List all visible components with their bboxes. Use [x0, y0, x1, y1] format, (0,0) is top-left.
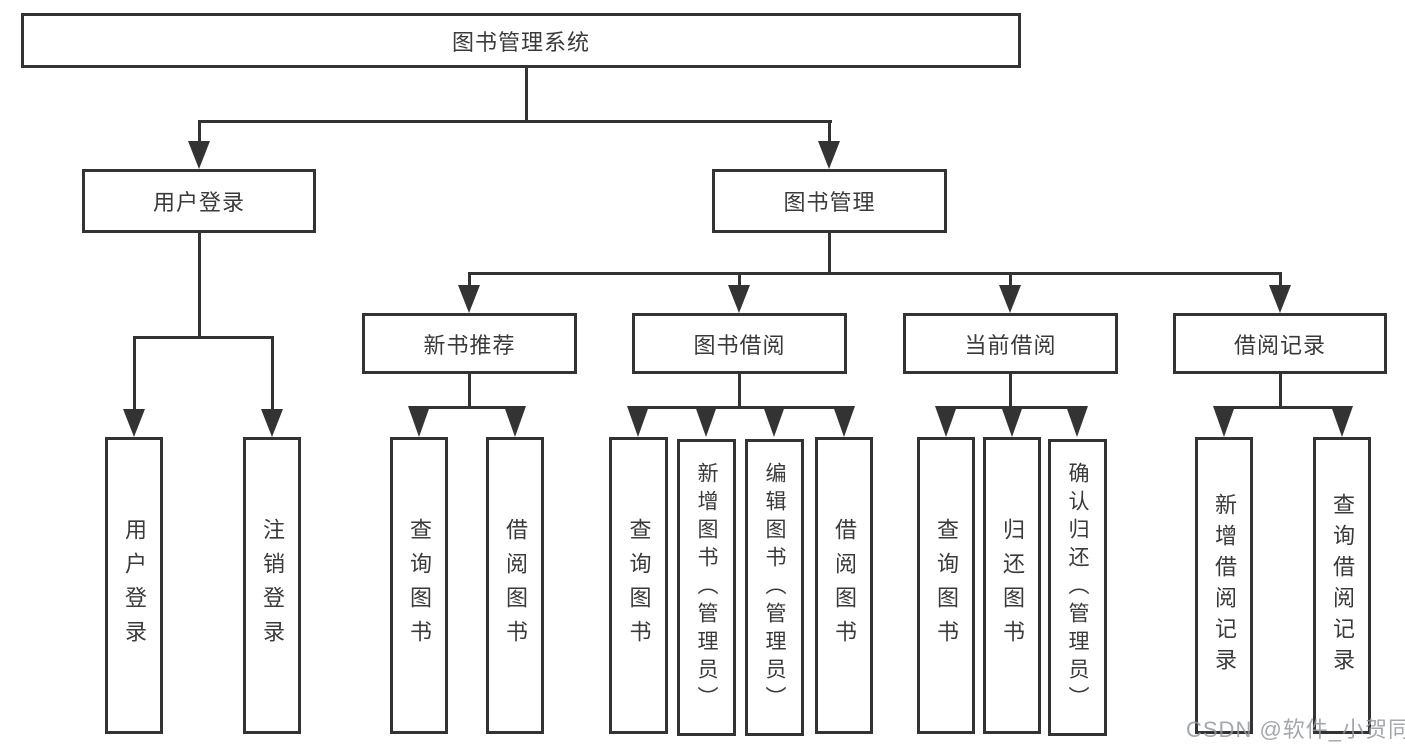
arrow-to-confirm-return [1066, 406, 1088, 437]
node-borrowing-records: 借阅记录 [1173, 313, 1387, 374]
leaf-logout: 注销登录 [243, 437, 301, 734]
connector-bookborrow-stub [738, 272, 741, 288]
leaf-newbook-query-books-label: 查询图书 [407, 517, 432, 654]
connector-currentborrow-stub [1009, 272, 1012, 288]
leaf-newbook-borrow-books: 借阅图书 [486, 437, 544, 734]
node-new-book-recommend: 新书推荐 [362, 313, 577, 374]
leaf-add-books-admin-label: 新增图书（管理员） [695, 461, 718, 714]
node-user-login: 用户登录 [82, 169, 316, 233]
node-root-label: 图书管理系统 [451, 29, 590, 55]
leaf-edit-books-admin-label: 编辑图书（管理员） [763, 461, 786, 714]
connector-root-split [198, 120, 832, 123]
arrow-to-borrow-books [833, 406, 855, 437]
arrow-to-new-book-recommend [458, 285, 480, 313]
leaf-return-books-label: 归还图书 [1000, 517, 1025, 654]
leaf-current-query-books-label: 查询图书 [934, 517, 959, 654]
leaf-borrow-query-books: 查询图书 [609, 437, 668, 734]
leaf-logout-label: 注销登录 [260, 517, 285, 654]
connector-logout-stub [271, 336, 274, 411]
node-book-management-label: 图书管理 [783, 190, 876, 215]
leaf-borrow-borrow-books-label: 借阅图书 [832, 517, 857, 654]
arrow-to-newbook-query [408, 406, 430, 437]
node-book-management: 图书管理 [712, 169, 947, 233]
leaf-edit-books-admin: 编辑图书（管理员） [745, 439, 804, 736]
leaf-confirm-return-admin-label: 确认归还（管理员） [1066, 461, 1089, 714]
arrow-to-user-login [188, 141, 210, 169]
connector-newbook-split [418, 406, 518, 409]
leaf-add-borrow-record: 新增借阅记录 [1195, 437, 1253, 734]
connector-currentborrow-drop [1009, 374, 1012, 408]
node-root: 图书管理系统 [21, 13, 1021, 68]
connector-bookmgmt-stub [828, 120, 831, 146]
arrow-to-leaf-user-login [123, 409, 145, 437]
leaf-query-borrow-record-label: 查询借阅记录 [1330, 492, 1355, 679]
connector-borrowrecord-drop [1279, 374, 1282, 408]
leaf-user-login-label: 用户登录 [122, 517, 147, 654]
arrow-to-add-books [695, 406, 717, 437]
leaf-add-books-admin: 新增图书（管理员） [677, 439, 736, 736]
connector-borrowrecord-stub [1279, 272, 1282, 288]
leaf-newbook-borrow-books-label: 借阅图书 [503, 517, 528, 654]
node-current-borrowing: 当前借阅 [903, 313, 1118, 374]
connector-login-stub [133, 336, 136, 411]
connector-bookborrow-drop [738, 374, 741, 408]
leaf-borrow-query-books-label: 查询图书 [626, 517, 652, 654]
leaf-return-books: 归还图书 [983, 437, 1041, 734]
node-current-borrowing-label: 当前借阅 [964, 332, 1057, 358]
arrow-to-current-query [935, 406, 957, 437]
arrow-to-query-record [1331, 406, 1353, 437]
connector-bookmgmt-drop [828, 233, 831, 274]
node-book-borrowing: 图书借阅 [632, 313, 847, 374]
connector-bookmgmt-split [468, 272, 1282, 275]
leaf-query-borrow-record: 查询借阅记录 [1313, 437, 1371, 734]
leaf-user-login: 用户登录 [105, 437, 163, 734]
leaf-borrow-borrow-books: 借阅图书 [815, 437, 873, 734]
arrow-to-add-record [1213, 406, 1235, 437]
arrow-to-book-management [818, 141, 840, 169]
node-book-borrowing-label: 图书借阅 [693, 332, 786, 358]
arrow-to-book-borrowing [728, 285, 750, 313]
csdn-watermark: CSDN @软件_小贺同学 [1186, 717, 1405, 742]
arrow-to-return-books [1001, 406, 1023, 437]
connector-userlogin-split [133, 336, 274, 339]
connector-newbook-stub [468, 272, 471, 288]
arrow-to-borrow-query [627, 406, 649, 437]
arrow-to-leaf-logout [261, 409, 283, 437]
arrow-to-newbook-borrow [504, 406, 526, 437]
connector-borrowrecord-split [1223, 406, 1344, 409]
node-user-login-label: 用户登录 [152, 190, 245, 215]
connector-userlogin-stub [198, 120, 201, 146]
node-new-book-recommend-label: 新书推荐 [423, 332, 516, 358]
leaf-current-query-books: 查询图书 [917, 437, 975, 734]
leaf-newbook-query-books: 查询图书 [390, 437, 448, 734]
connector-newbook-drop [468, 374, 471, 408]
connector-root-drop [525, 68, 528, 122]
leaf-add-borrow-record-label: 新增借阅记录 [1212, 492, 1237, 679]
arrow-to-edit-books [763, 406, 785, 437]
arrow-to-borrowing-records [1269, 285, 1291, 313]
leaf-confirm-return-admin: 确认归还（管理员） [1048, 439, 1107, 736]
connector-bookborrow-split [637, 406, 845, 409]
arrow-to-current-borrowing [999, 285, 1021, 313]
node-borrowing-records-label: 借阅记录 [1233, 332, 1326, 358]
connector-userlogin-drop [198, 233, 201, 338]
